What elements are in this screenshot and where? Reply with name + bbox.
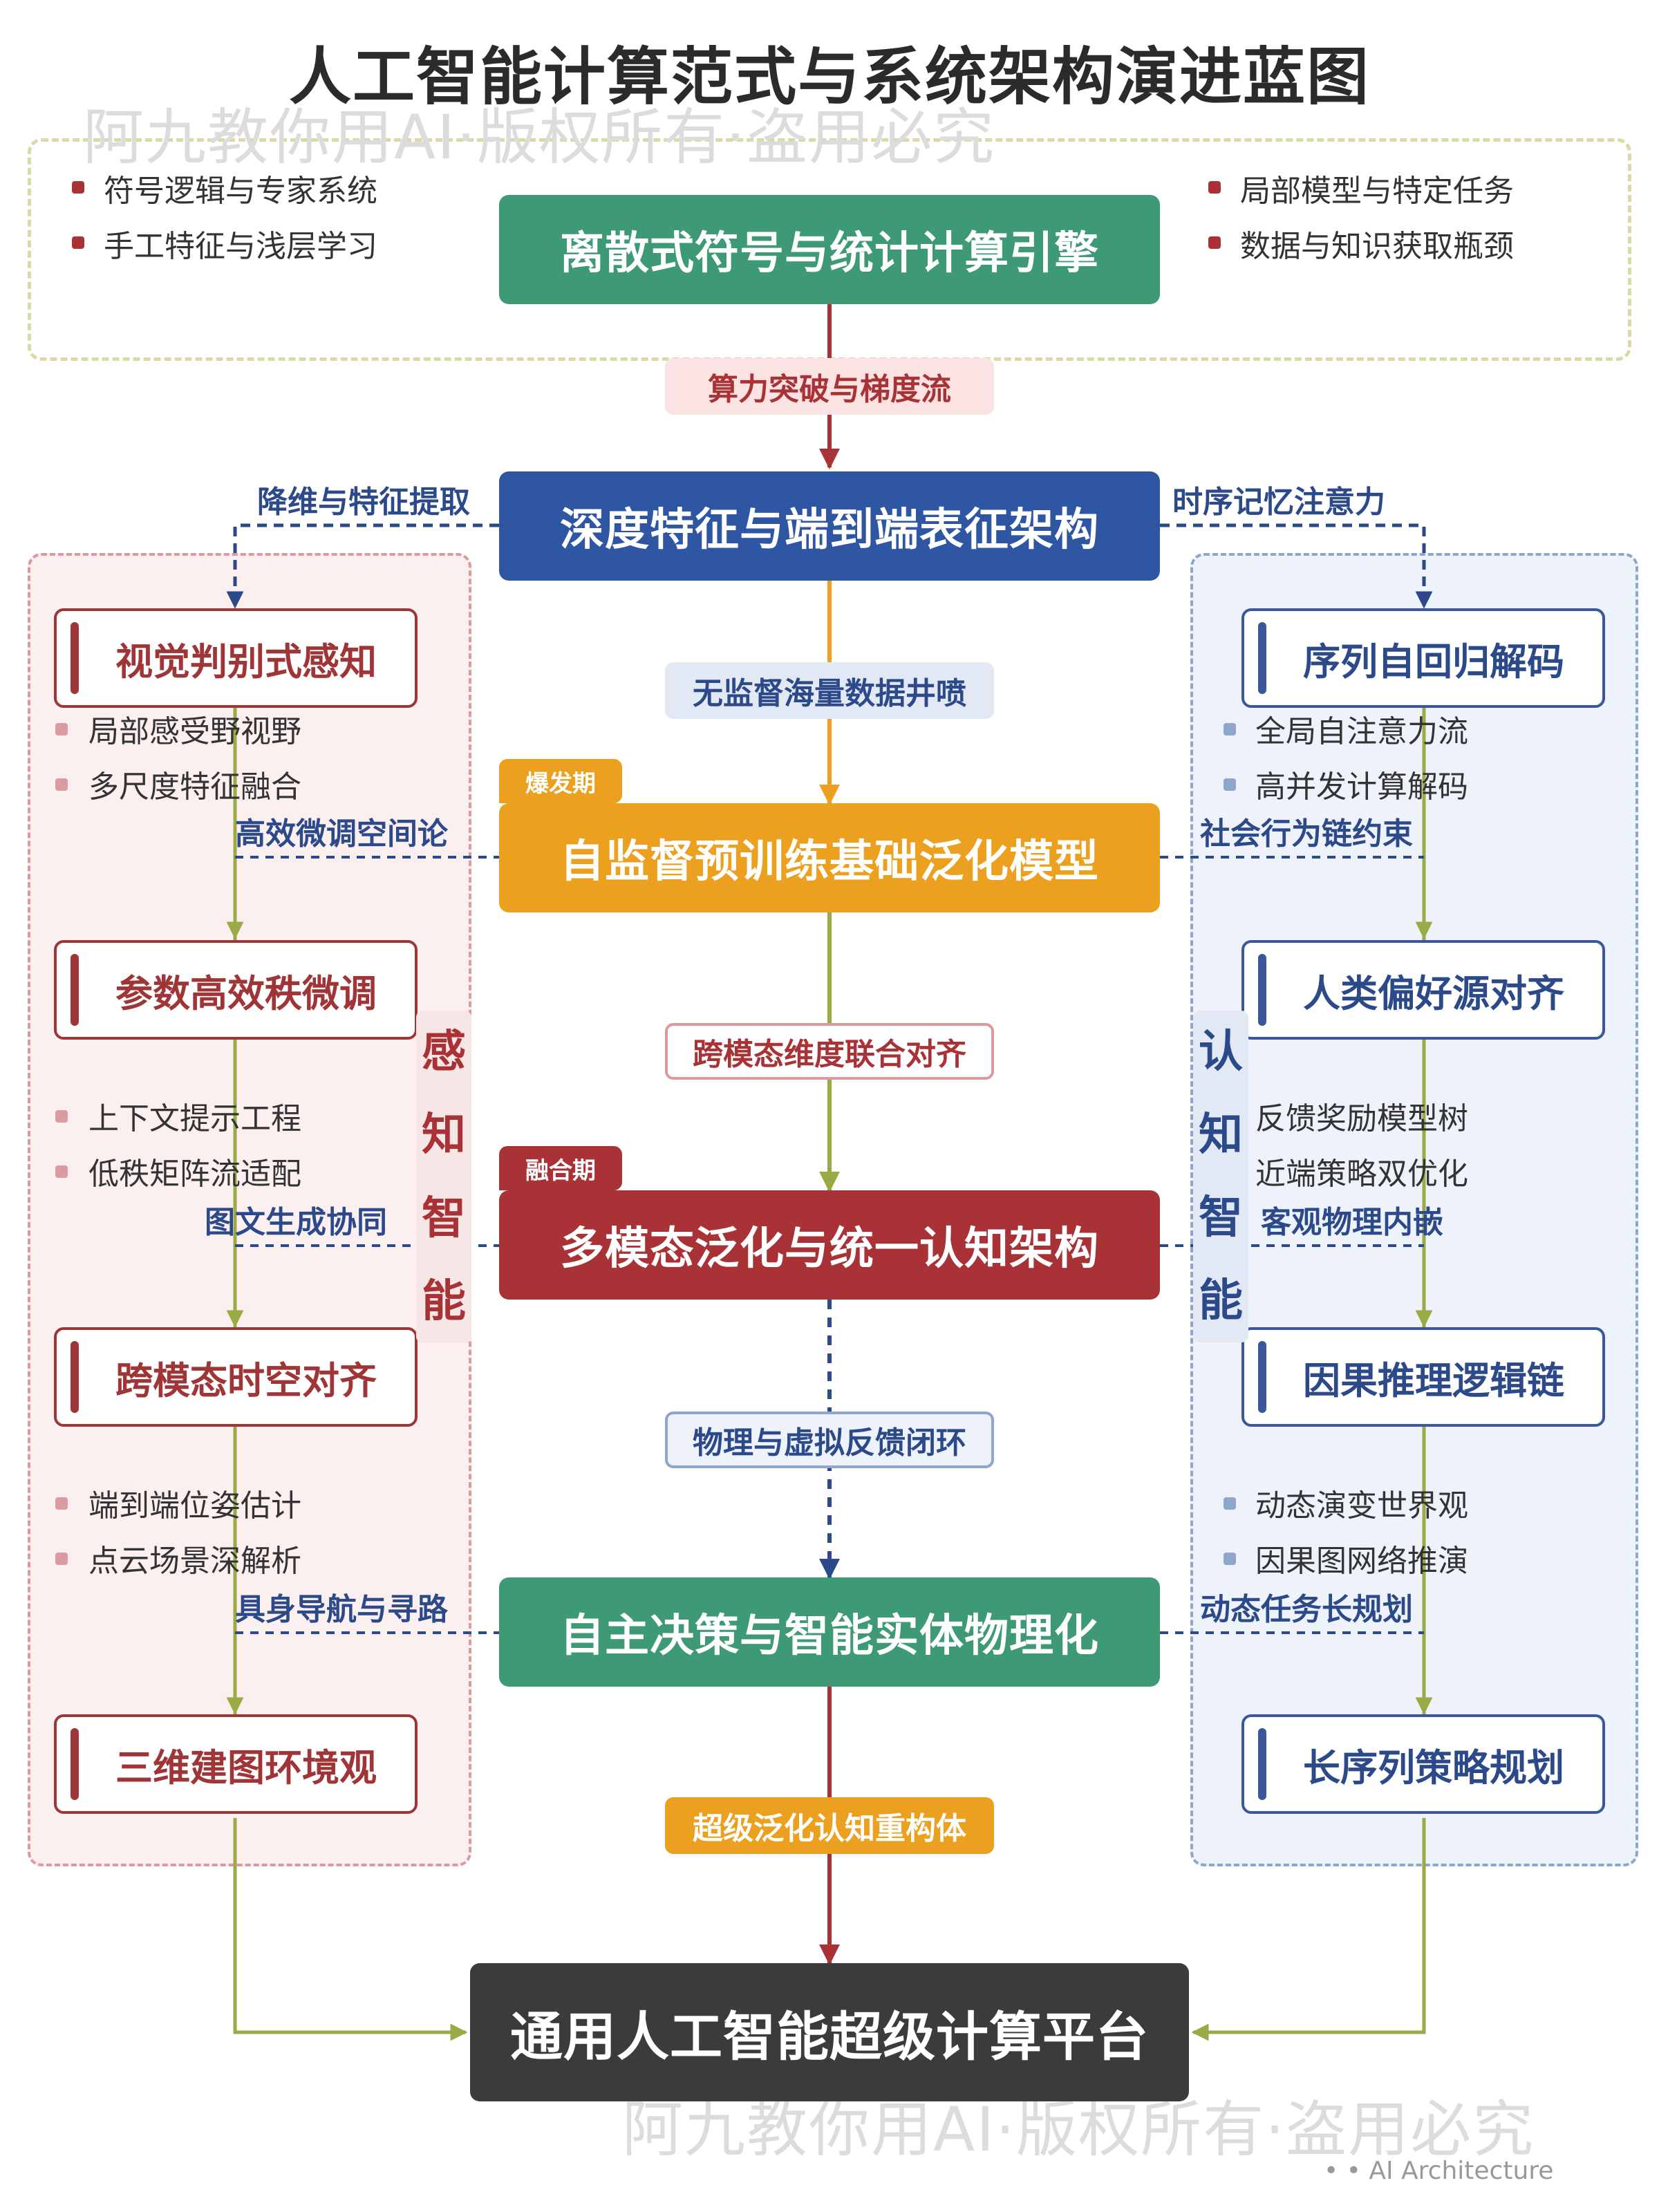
bullet-dot (1208, 236, 1221, 249)
left-box-label: 视觉判别式感知 (115, 639, 377, 684)
left-box-accent (71, 954, 79, 1026)
vertical-char: 智 (1199, 1192, 1243, 1244)
link-label-left-1: 降维与特征提取 (257, 485, 470, 520)
bullet-dot (72, 181, 84, 194)
converge-right (1191, 1818, 1426, 2041)
branch-m2-right (1160, 523, 1433, 609)
left-box-label: 跨模态时空对齐 (115, 1358, 377, 1403)
right-box-label: 序列自回归解码 (1303, 639, 1564, 684)
vertical-char: 能 (1199, 1275, 1243, 1327)
node-symbolic-engine: 离散式符号与统计计算引擎 (499, 195, 1160, 304)
edge-label-reconstruct: 超级泛化认知重构体 (665, 1797, 994, 1854)
right-bullet-3-1: 动态演变世界观 (1255, 1488, 1468, 1524)
right-box-causal: 因果推理逻辑链 (1241, 1327, 1605, 1427)
branch-m2-left (226, 523, 499, 609)
left-bullet-3-2: 点云场景深解析 (88, 1544, 301, 1579)
left-box-spatiotemporal: 跨模态时空对齐 (54, 1327, 418, 1427)
zone-cognition (1190, 553, 1638, 1866)
bullet-dot (72, 236, 84, 249)
top-right-bullet-1: 局部模型与特定任务 (1240, 174, 1514, 209)
page-title: 人工智能计算范式与系统架构演进蓝图 (289, 41, 1370, 113)
right-box-accent (1258, 1728, 1266, 1800)
vertical-char: 能 (422, 1276, 466, 1327)
edge-label-unsupervised: 无监督海量数据井喷 (665, 662, 994, 719)
bullet-dot (55, 1110, 68, 1123)
zone-perception (28, 553, 471, 1866)
tag-burst: 爆发期 (499, 759, 622, 803)
left-bullet-2-2: 低秩矩阵流适配 (88, 1156, 301, 1192)
link-label-left-3: 图文生成协同 (205, 1205, 387, 1240)
right-bullet-1-2: 高并发计算解码 (1255, 769, 1468, 805)
left-box-accent (71, 1341, 79, 1413)
edge-label-feedback: 物理与虚拟反馈闭环 (665, 1412, 994, 1468)
vertical-label-perception: 感 知 智 能 (416, 1011, 471, 1343)
right-box-accent (1258, 622, 1266, 694)
vertical-char: 感 (422, 1027, 466, 1078)
right-bullet-3-2: 因果图网络推演 (1255, 1544, 1468, 1579)
left-box-accent (71, 622, 79, 694)
bullet-dot (1224, 1497, 1236, 1510)
node-embodied: 自主决策与智能实体物理化 (499, 1577, 1160, 1687)
tag-fusion: 融合期 (499, 1146, 622, 1190)
bullet-dot (55, 778, 68, 791)
top-right-bullet-2: 数据与知识获取瓶颈 (1240, 229, 1514, 264)
vertical-char: 知 (422, 1109, 466, 1161)
bullet-dot (1208, 181, 1221, 194)
left-box-finetune: 参数高效秩微调 (54, 940, 418, 1040)
left-bullet-2-1: 上下文提示工程 (88, 1101, 301, 1136)
node-multimodal: 多模态泛化与统一认知架构 (499, 1190, 1160, 1300)
left-bullet-1-2: 多尺度特征融合 (88, 769, 301, 805)
vertical-char: 知 (1199, 1109, 1243, 1161)
footer-dots: • • (1324, 2157, 1369, 2185)
link-label-left-4: 具身导航与寻路 (235, 1592, 448, 1627)
link-label-left-2: 高效微调空间论 (235, 816, 448, 852)
right-box-label: 人类偏好源对齐 (1303, 971, 1564, 1015)
right-box-autoregressive: 序列自回归解码 (1241, 608, 1605, 708)
right-box-accent (1258, 954, 1266, 1026)
bullet-dot (55, 1553, 68, 1565)
left-bullet-1-1: 局部感受野视野 (88, 714, 301, 749)
link-label-right-3: 客观物理内嵌 (1261, 1205, 1443, 1240)
right-box-alignment: 人类偏好源对齐 (1241, 940, 1605, 1040)
node-self-supervised: 自监督预训练基础泛化模型 (499, 803, 1160, 912)
left-box-label: 参数高效秩微调 (115, 971, 377, 1015)
link-label-right-2: 社会行为链约束 (1200, 816, 1413, 852)
converge-left (233, 1818, 468, 2041)
right-box-planning: 长序列策略规划 (1241, 1714, 1605, 1814)
left-box-label: 三维建图环境观 (115, 1745, 377, 1790)
edge-label-compute: 算力突破与梯度流 (665, 358, 994, 415)
bullet-dot (55, 1165, 68, 1178)
right-bullet-1-1: 全局自注意力流 (1255, 714, 1468, 749)
left-bullet-3-1: 端到端位姿估计 (88, 1488, 301, 1524)
link-label-right-1: 时序记忆注意力 (1172, 485, 1385, 520)
bullet-dot (55, 1497, 68, 1510)
watermark-bottom: 阿九教你用AI·版权所有·盗用必究 (622, 2094, 1535, 2165)
top-left-bullet-2: 手工特征与浅层学习 (104, 229, 377, 264)
bullet-dot (1224, 778, 1236, 791)
bullet-dot (55, 723, 68, 735)
vertical-char: 认 (1199, 1027, 1243, 1078)
left-box-mapping: 三维建图环境观 (54, 1714, 418, 1814)
bullet-dot (1224, 723, 1236, 735)
vertical-label-cognition: 认 知 智 能 (1193, 1011, 1248, 1342)
bullet-dot (1224, 1553, 1236, 1565)
node-deep-feature: 深度特征与端到端表征架构 (499, 471, 1160, 581)
vertical-char: 智 (422, 1193, 466, 1244)
right-bullet-2-1: 反馈奖励模型树 (1255, 1101, 1468, 1136)
node-agi-platform: 通用人工智能超级计算平台 (470, 1963, 1189, 2101)
right-box-label: 因果推理逻辑链 (1303, 1358, 1564, 1403)
link-label-right-4: 动态任务长规划 (1200, 1592, 1413, 1627)
watermark-top: 阿九教你用AI·版权所有·盗用必究 (83, 102, 996, 173)
right-box-accent (1258, 1341, 1266, 1413)
right-bullet-2-2: 近端策略双优化 (1255, 1156, 1468, 1192)
left-box-visual: 视觉判别式感知 (54, 608, 418, 708)
left-box-accent (71, 1728, 79, 1800)
top-left-bullet-1: 符号逻辑与专家系统 (104, 174, 377, 209)
footer-brand: • • AI Architecture (1324, 2157, 1553, 2185)
right-box-label: 长序列策略规划 (1303, 1745, 1564, 1790)
edge-label-crossmodal: 跨模态维度联合对齐 (665, 1023, 994, 1080)
footer-text: AI Architecture (1369, 2157, 1554, 2185)
